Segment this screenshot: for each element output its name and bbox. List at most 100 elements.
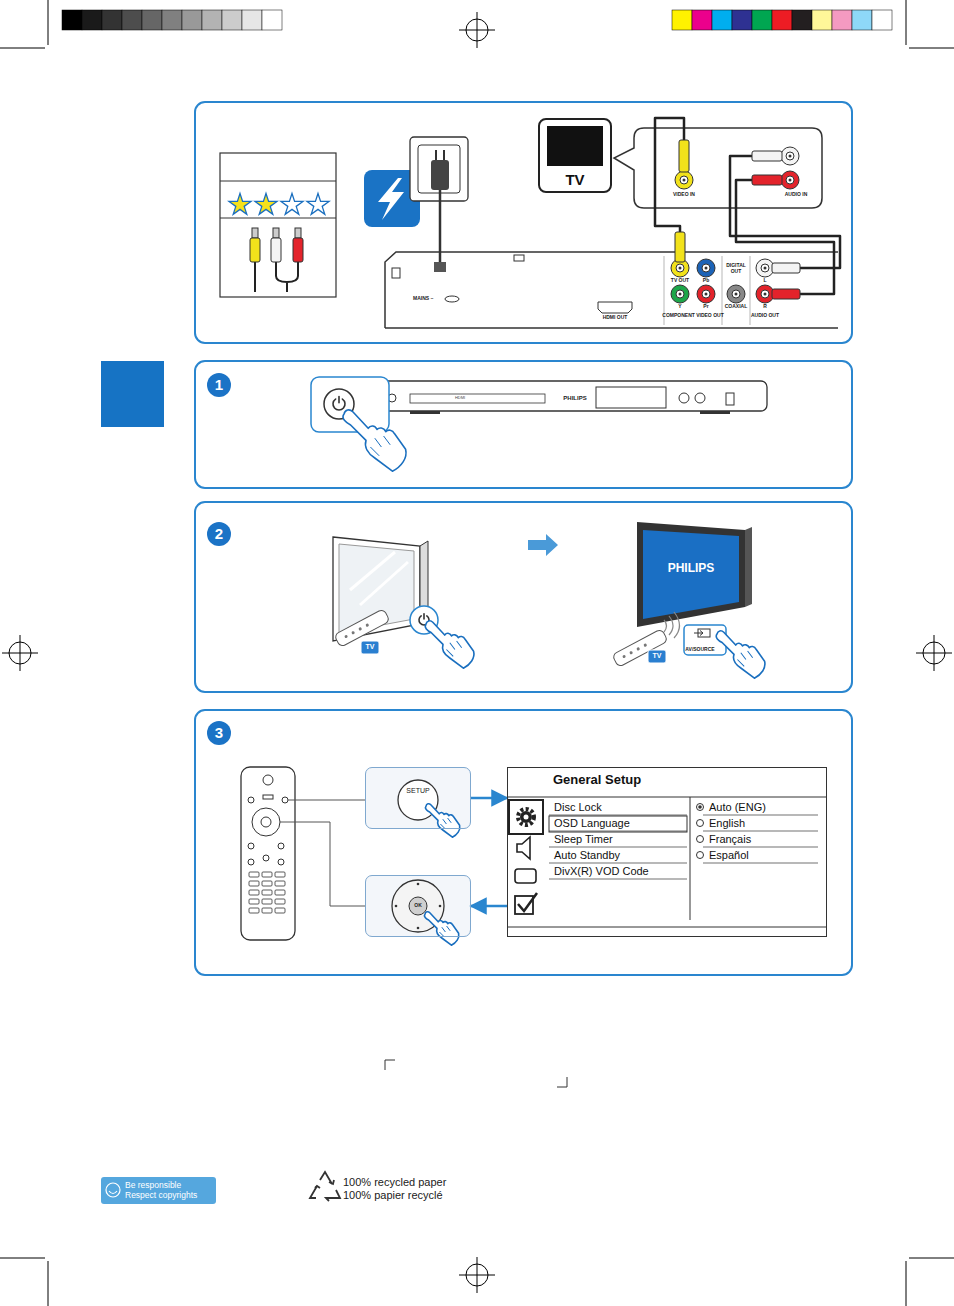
television <box>643 530 739 619</box>
rca-jack <box>697 285 715 303</box>
smiley-icon <box>109 1191 117 1194</box>
connector-label: DIGITAL OUT <box>724 262 748 274</box>
keypad-key <box>275 890 285 895</box>
color-bar <box>712 10 732 30</box>
rating-star <box>255 193 277 214</box>
rca-jack <box>764 267 767 270</box>
step-panel <box>195 102 852 975</box>
node-text: DivX(R) VOD Code <box>554 865 649 878</box>
keypad-key <box>262 908 272 913</box>
crop-mark <box>48 1261 49 1306</box>
registration-mark <box>459 1257 495 1293</box>
rca-plug <box>752 151 782 161</box>
setup-key-callout: SETUP <box>365 767 471 829</box>
keypad-key <box>249 872 259 877</box>
navigation-ring <box>439 905 442 908</box>
arrow-connector <box>471 797 507 800</box>
radio-button <box>697 820 704 827</box>
pointing-hand <box>424 912 458 945</box>
registration-mark <box>459 12 495 48</box>
cable-card <box>220 153 336 297</box>
connector-label: TV OUT <box>671 278 689 284</box>
pointing-hand <box>716 631 765 678</box>
remote-control <box>643 643 647 647</box>
crop-mark <box>909 48 954 49</box>
pointing-hand <box>425 804 459 837</box>
plug-tip <box>273 228 279 238</box>
step-panel <box>195 502 852 692</box>
rca-jack <box>756 285 774 303</box>
registration-mark <box>2 635 38 671</box>
rca-jack <box>680 176 688 184</box>
tv-input-callout <box>614 128 822 208</box>
gray-bar <box>242 10 262 30</box>
rca-plug <box>679 140 689 172</box>
rca-jack <box>702 290 710 298</box>
pointing-hand <box>716 631 765 678</box>
color-bar <box>672 10 692 30</box>
remote-control <box>263 855 269 861</box>
node-label: 3 <box>215 724 223 741</box>
gear-icon <box>518 809 534 825</box>
preference-icon <box>518 893 537 911</box>
gray-bar <box>82 10 102 30</box>
step-arrow <box>528 534 558 556</box>
remote-control <box>629 651 633 655</box>
crop-mark <box>909 1258 954 1259</box>
pointing-hand <box>370 436 390 456</box>
node-label: SETUP <box>406 787 429 795</box>
color-bar <box>772 10 792 30</box>
color-bar <box>832 10 852 30</box>
node-label: TV <box>565 171 584 188</box>
signal-waves <box>664 612 680 638</box>
player-rear <box>392 268 400 278</box>
pointing-hand <box>343 410 406 471</box>
color-bar <box>792 10 812 30</box>
node-text: OSD Language <box>554 817 630 830</box>
remote-control <box>344 634 348 638</box>
color-bar <box>732 10 752 30</box>
leader-line <box>280 800 365 906</box>
color-bar <box>752 10 772 30</box>
disc-slot <box>410 394 545 403</box>
menu-row-line <box>549 863 687 864</box>
pointing-hand <box>424 912 458 945</box>
cable-card <box>220 181 336 182</box>
television <box>637 522 752 627</box>
rca-jack <box>671 147 799 303</box>
rca-jack <box>764 293 767 296</box>
player-rear <box>385 252 838 328</box>
step-panel <box>195 102 852 343</box>
connector-label: Pb <box>703 278 709 284</box>
remote-control <box>252 808 280 836</box>
color-bar <box>692 10 712 30</box>
arrow-connector <box>471 905 507 908</box>
keypad-key <box>275 908 285 913</box>
node-text: English <box>709 817 745 830</box>
connector-label: AUDIO OUT <box>751 313 779 319</box>
player-front <box>700 411 730 414</box>
radio-button <box>697 804 704 811</box>
speaker-icon <box>517 837 530 859</box>
tv-tag <box>361 641 379 654</box>
remote-control <box>241 767 295 940</box>
rca-jack <box>761 264 769 272</box>
rca-jack <box>683 179 686 182</box>
power-symbol <box>333 397 345 410</box>
color-bar <box>852 10 872 30</box>
keypad-key <box>262 881 272 886</box>
recycle-symbol <box>310 1172 340 1201</box>
gray-bar <box>62 10 282 30</box>
display <box>596 387 666 408</box>
step-number: 3 <box>207 721 231 745</box>
rca-jack <box>676 290 684 298</box>
connector-label: COMPONENT VIDEO OUT <box>662 313 723 319</box>
gray-bar <box>202 10 222 30</box>
registration-mark <box>916 635 952 671</box>
step-panel <box>195 710 852 975</box>
connector-label: Pr <box>703 304 708 310</box>
keypad-key <box>249 899 259 904</box>
rca-plug <box>250 238 260 262</box>
